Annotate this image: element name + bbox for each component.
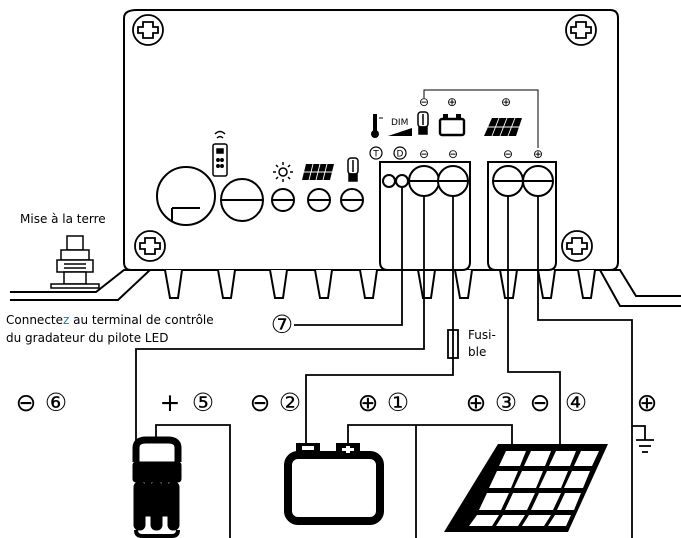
lamp-icon [417,111,429,135]
cable-gland-port [220,178,264,222]
marking-plus: ⊕ [447,95,457,109]
mounting-ear-right [598,269,681,307]
terminal-marking-t: T [369,146,383,160]
terminal-number-5: ⑤ [192,388,214,417]
marking-minus: ⊖ [419,147,429,161]
polarity-plus-1: ⊕ [358,388,379,417]
thermometer-icon [371,114,383,138]
cable-gland-port [156,166,216,226]
dim-label: DIM [391,118,408,128]
terminal-number-7: ⑦ [271,310,293,339]
label-bracket [423,89,539,148]
polarity-plus-ground: ⊕ [637,388,658,417]
screw-icon [134,230,166,262]
marking-minus: ⊖ [448,147,458,161]
marking-plus: ⊕ [501,95,511,109]
sun-icon [273,162,293,182]
led-lamp-icon [132,436,182,538]
terminal-number-2: ② [279,388,301,417]
marking-plus: ⊕ [533,147,543,161]
polarity-plus-3: ⊕ [466,388,487,417]
battery-icon [438,114,466,137]
polarity-plus-5: + [160,388,181,417]
wires [135,186,646,538]
polarity-minus-2: ⊖ [250,388,271,417]
solar-panel-icon [302,163,334,181]
polarity-minus-6: ⊖ [16,388,37,417]
svg-text:D: D [397,150,404,160]
terminal-number-1: ① [387,388,409,417]
marking-minus: ⊖ [503,147,513,161]
solar-panel-icon [484,117,522,137]
screw-icon [565,14,597,46]
remote-control-icon [212,130,228,177]
mounting-ear-left [10,269,153,301]
terminal-number-3: ③ [495,388,517,417]
ground-label: Mise à la terre [20,212,106,226]
terminal-block-solar [487,161,557,271]
terminal-marking-d: D [393,146,407,160]
screw-icon [132,14,164,46]
svg-text:T: T [372,150,379,160]
status-led [271,188,364,212]
terminal-block-load [379,161,471,271]
dimmer-connect-note: Connectez au terminal de contrôle [6,313,214,327]
solar-panel-icon [444,444,608,532]
ground-bolt [50,235,100,289]
lamp-icon [347,157,359,182]
fuse-label: ble [468,345,486,359]
screw-icon [561,230,593,262]
fuse [447,329,459,359]
terminal-number-4: ④ [565,388,587,417]
marking-minus: ⊖ [419,95,429,109]
terminal-number-6: ⑥ [45,388,67,417]
battery-icon [284,443,384,525]
housing-fins [164,269,596,299]
dimmer-connect-note-line2: du gradateur du pilote LED [6,331,168,345]
ground-symbol-icon [636,439,654,453]
fuse-label: Fusi- [468,328,496,342]
dim-ramp-icon [388,128,412,136]
polarity-minus-4: ⊖ [530,388,551,417]
